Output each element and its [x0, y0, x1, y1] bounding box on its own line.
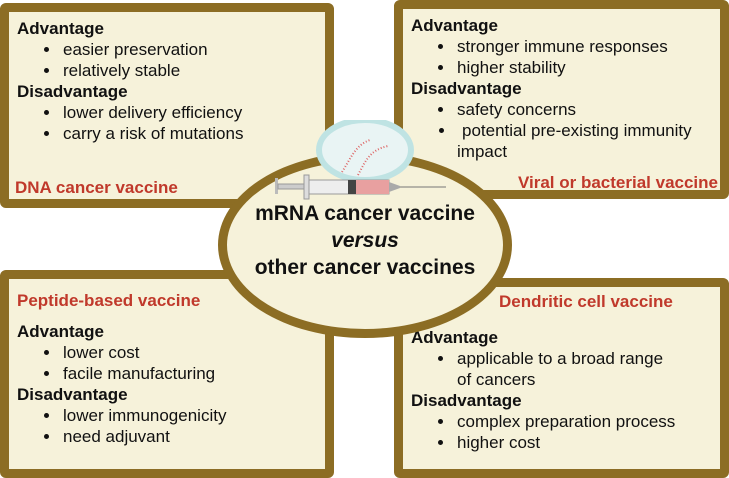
- disadvantage-item: need adjuvant: [61, 426, 317, 447]
- advantage-heading: Advantage: [411, 328, 498, 347]
- peptide-vaccine-box: Peptide-based vaccine Advantage lower co…: [0, 270, 334, 478]
- disadvantage-heading: Disadvantage: [17, 82, 128, 101]
- box-title: Dendritic cell vaccine: [499, 292, 673, 311]
- box-title: DNA cancer vaccine: [15, 178, 178, 197]
- disadvantage-item: potential pre-existing immunity impact: [411, 120, 712, 162]
- viral-vaccine-box: Advantage stronger immune responseshighe…: [394, 0, 729, 199]
- disadvantage-item: safety concerns: [455, 99, 712, 120]
- advantage-item: lower cost: [61, 342, 317, 363]
- disadvantage-heading: Disadvantage: [411, 79, 522, 98]
- advantage-item: stronger immune responses: [455, 36, 712, 57]
- box-title: Viral or bacterial vaccine: [517, 173, 718, 192]
- advantage-item: higher stability: [455, 57, 712, 78]
- mrna-strand-icon: [341, 139, 371, 173]
- advantage-item: applicable to a broad range of cancers: [455, 348, 665, 390]
- center-title: mRNA cancer vaccine versus other cancer …: [218, 200, 512, 281]
- disadvantage-item: higher cost: [455, 432, 712, 453]
- advantage-heading: Advantage: [411, 16, 498, 35]
- disadvantage-item: lower delivery efficiency: [61, 102, 317, 123]
- advantage-heading: Advantage: [17, 19, 104, 38]
- advantage-item: easier preservation: [61, 39, 317, 60]
- center-line-1: mRNA cancer vaccine: [255, 202, 475, 225]
- advantage-heading: Advantage: [17, 322, 104, 341]
- disadvantage-item: lower immunogenicity: [61, 405, 317, 426]
- center-line-2: versus: [331, 229, 399, 252]
- disadvantage-heading: Disadvantage: [17, 385, 128, 404]
- dendritic-vaccine-box: Dendritic cell vaccine Advantage applica…: [394, 278, 729, 478]
- petri-dish-icon: [316, 120, 414, 183]
- disadvantage-item: complex preparation process: [455, 411, 712, 432]
- disadvantage-heading: Disadvantage: [411, 391, 522, 410]
- dna-vaccine-box: Advantage easier preservationrelatively …: [0, 3, 334, 208]
- disadvantage-item: carry a risk of mutations: [61, 123, 317, 144]
- syringe-icon: [275, 174, 446, 200]
- mrna-strand-icon: [357, 145, 389, 176]
- center-line-3: other cancer vaccines: [254, 256, 476, 279]
- box-title: Peptide-based vaccine: [17, 291, 201, 310]
- advantage-item: relatively stable: [61, 60, 317, 81]
- advantage-item: facile manufacturing: [61, 363, 317, 384]
- vaccine-illustration: [275, 120, 446, 200]
